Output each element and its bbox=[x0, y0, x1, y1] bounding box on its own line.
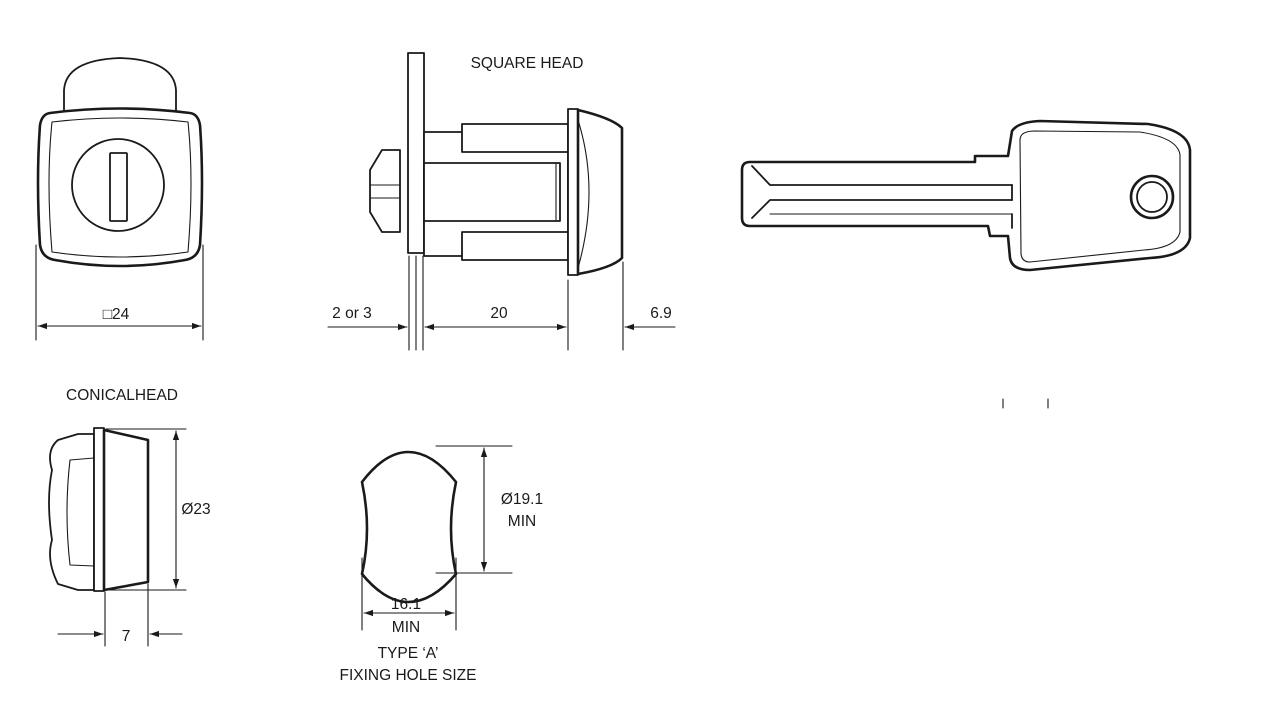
dim-head-label: 6.9 bbox=[650, 305, 672, 322]
fixing-hole-shape bbox=[360, 450, 458, 604]
square-head-front-view bbox=[36, 57, 204, 268]
dim-hole-width-min: MIN bbox=[392, 619, 420, 636]
conical-head-view bbox=[48, 427, 150, 592]
dim-width-label: □24 bbox=[103, 306, 130, 323]
dim-depth-label: 7 bbox=[122, 628, 131, 645]
dimension-width-24 bbox=[35, 244, 204, 341]
square-head-side-view bbox=[369, 52, 624, 276]
fixing-hole-caption-size: FIXING HOLE SIZE bbox=[340, 667, 477, 684]
fixing-hole-caption-type: TYPE ‘A’ bbox=[378, 645, 439, 662]
stray-tick-marks bbox=[1002, 398, 1049, 409]
square-head-title: SQUARE HEAD bbox=[471, 55, 584, 72]
dim-hole-height-min: MIN bbox=[508, 513, 536, 530]
dim-panel-label: 2 or 3 bbox=[332, 305, 372, 322]
dim-hole-height-label: Ø19.1 bbox=[501, 491, 543, 508]
conical-head-dimensions bbox=[57, 428, 187, 647]
key-drawing bbox=[740, 119, 1192, 272]
dim-body-label: 20 bbox=[490, 305, 508, 322]
dim-diameter-label: Ø23 bbox=[181, 501, 210, 518]
conical-head-title: CONICALHEAD bbox=[66, 387, 178, 404]
dim-hole-width-label: 16.1 bbox=[391, 596, 421, 613]
fixing-hole-dimensions bbox=[361, 445, 513, 631]
side-view-dimensions bbox=[327, 255, 676, 351]
